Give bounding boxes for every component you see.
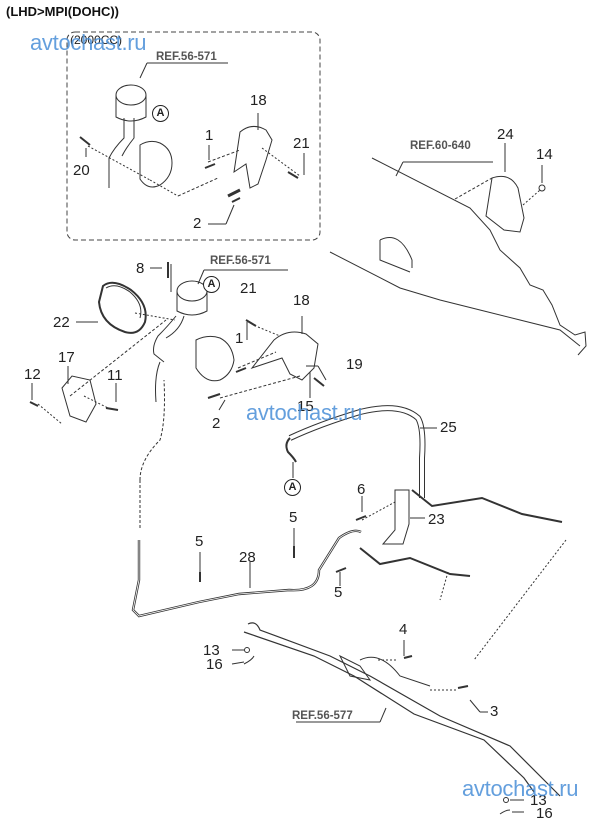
bracket-17 [38,320,166,424]
connector-marker-a-inset: A [152,105,169,122]
part-label-12: 12 [24,366,41,383]
part-label-11: 11 [107,367,123,384]
connector-marker-a-hose: A [284,479,301,496]
part-label-16-left: 16 [206,656,223,673]
part-label-25: 25 [440,419,457,436]
part-label-21-inset: 21 [293,135,310,152]
body-panel-outline [330,158,586,355]
part-label-5-middle: 5 [289,509,298,526]
part-label-16-right: 16 [536,805,553,822]
part-label-2: 2 [212,415,221,432]
part-label-6: 6 [357,481,366,498]
part-label-21: 21 [240,280,257,297]
part-label-23: 23 [428,511,445,528]
return-lines [133,380,566,660]
part-label-5-left: 5 [195,533,204,550]
part-label-18-inset: 18 [250,92,267,109]
ref-56-571-inset: REF.56-571 [156,51,217,63]
engine-variant-label: (2000CC) [70,33,123,47]
part-label-20: 20 [73,162,90,179]
steering-gear-box [232,623,560,814]
cover-24 [486,143,545,232]
watermark-middle: avtochast.ru [246,400,363,425]
ref-60-640: REF.60-640 [410,140,471,152]
part-label-24: 24 [497,126,514,143]
ref-56-577: REF.56-577 [292,710,353,722]
watermark-bottom: avtochast.ru [462,776,579,801]
part-label-14: 14 [536,146,553,163]
part-label-2-inset: 2 [193,215,202,232]
bracket-23 [362,490,425,544]
inset-box [67,32,320,240]
inset-pump-assembly [88,85,218,196]
part-label-3: 3 [490,703,499,720]
part-label-1: 1 [235,330,244,347]
part-label-13-right: 13 [530,792,547,809]
part-label-17: 17 [58,349,75,366]
pressure-hose-25 [286,408,437,498]
part-label-1-inset: 1 [205,127,214,144]
part-label-5-right: 5 [334,584,343,601]
bolts [30,137,468,688]
part-label-19: 19 [346,356,363,373]
connector-marker-a-pump: A [203,276,220,293]
part-label-8: 8 [136,260,145,277]
part-label-4: 4 [399,621,408,638]
inset-bracket [208,126,300,196]
watermark-top: avtochast.ru [30,30,147,55]
part-label-18: 18 [293,292,310,309]
ref-56-571-main: REF.56-571 [210,255,271,267]
part-label-28: 28 [239,549,256,566]
main-bracket-18 [220,316,318,398]
diagram-title: (LHD>MPI(DOHC)) [6,4,120,19]
part-label-15: 15 [297,398,314,415]
part-label-13-left: 13 [203,642,220,659]
part-label-22: 22 [53,314,70,331]
